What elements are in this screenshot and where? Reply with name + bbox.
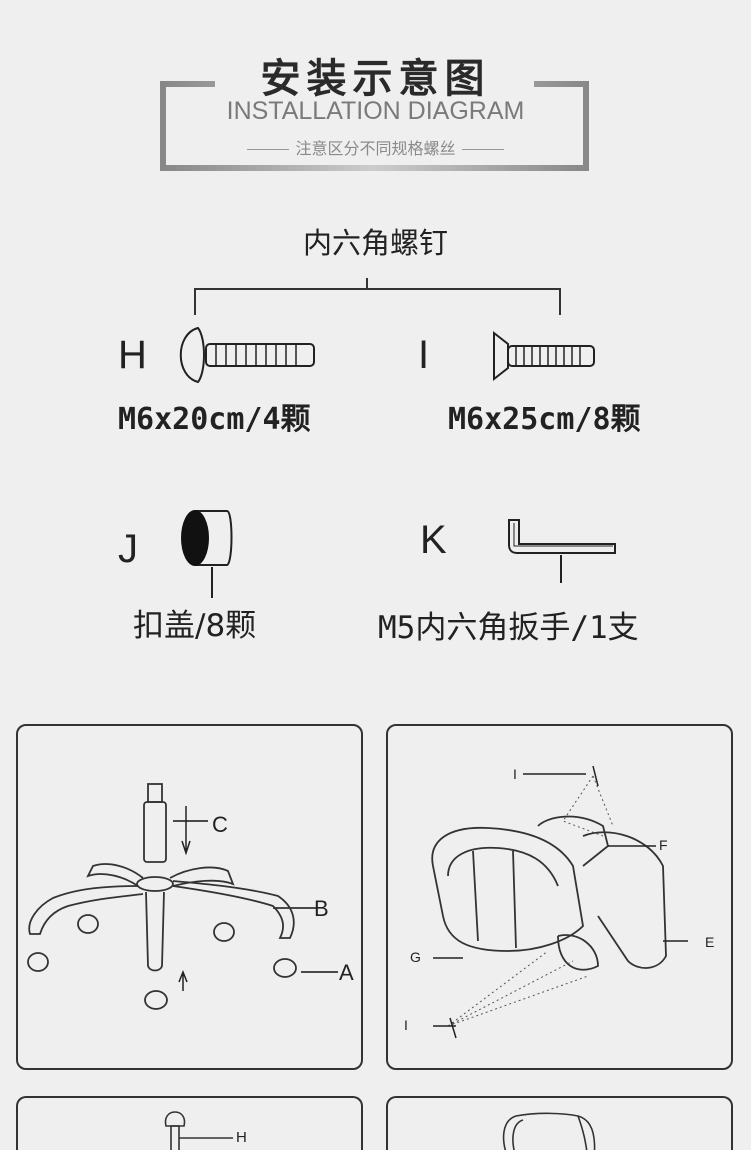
part-letter-k: K [420, 518, 447, 562]
label-f: F [659, 837, 668, 853]
armrest-screw-illustration [164, 1111, 233, 1150]
chair-base-assembly-illustration [27, 783, 338, 1010]
note-text: 注意区分不同规格螺丝 [295, 139, 456, 158]
part-letter-i: I [418, 333, 430, 377]
step-3-panel: H [16, 1096, 363, 1150]
page-title: 安装示意图 [260, 56, 491, 102]
flat-head-screw-icon [493, 330, 595, 382]
page-subtitle-en: INSTALLATION DIAGRAM [226, 97, 525, 125]
label-h: H [236, 1129, 247, 1146]
part-spec-h: M6x20cm/4颗 [118, 402, 311, 437]
part-letter-h: H [118, 333, 147, 377]
hex-key-icon [508, 519, 616, 583]
part-spec-i: M6x25cm/8颗 [448, 402, 641, 437]
screw-cap-icon [181, 510, 233, 598]
page-note: 注意区分不同规格螺丝 [0, 135, 751, 159]
chair-back-illustration [502, 1112, 596, 1150]
label-a: A [339, 960, 354, 985]
seat-backrest-assembly-illustration [431, 765, 688, 1039]
part-letter-j: J [118, 527, 138, 571]
screw-group-label: 内六角螺钉 [302, 226, 448, 260]
label-c: C [212, 812, 228, 837]
label-i-top: I [513, 766, 517, 782]
part-spec-j: 扣盖/8颗 [133, 608, 257, 644]
label-g: G [410, 949, 421, 965]
label-e: E [705, 934, 715, 950]
round-head-screw-icon [179, 326, 315, 384]
label-i-bottom: I [404, 1017, 408, 1033]
header-frame [160, 81, 589, 171]
step-1-panel: C B A [16, 724, 363, 1070]
step-2-panel: I F G E I [386, 724, 733, 1070]
part-spec-k: M5内六角扳手/1支 [378, 610, 639, 646]
group-bracket [194, 278, 561, 315]
step-4-panel [386, 1096, 733, 1150]
label-b: B [314, 896, 329, 921]
